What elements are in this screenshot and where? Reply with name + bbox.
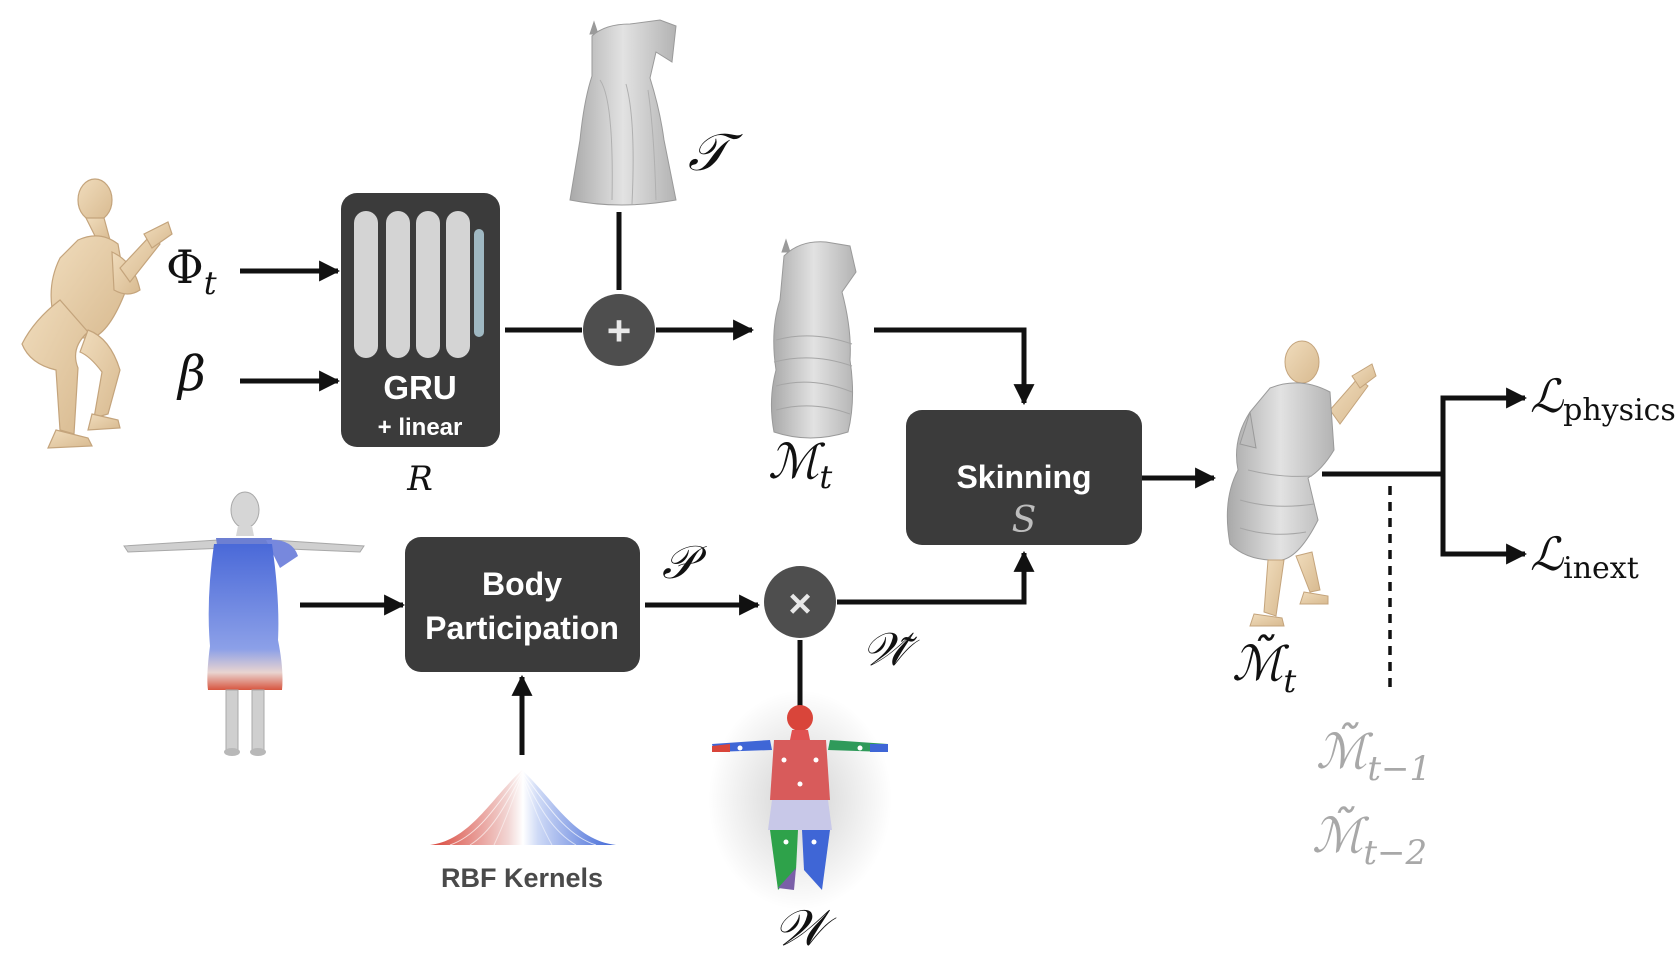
gru-label: GRU xyxy=(383,369,456,406)
multiply-operator: × xyxy=(764,566,836,638)
tpose-dress-icon xyxy=(123,491,365,756)
bp-line1: Body xyxy=(482,566,562,602)
add-operator: + xyxy=(583,294,655,366)
skinning-weights-body-icon xyxy=(708,690,892,910)
mesh-symbol: ℳt xyxy=(768,434,832,496)
gru-block: GRU + linear xyxy=(341,193,500,447)
dressed-crouching-body-icon xyxy=(1226,340,1377,627)
to-inext-loss-arrow xyxy=(1440,474,1528,565)
participation-symbol: 𝒫 xyxy=(662,535,707,589)
body-participation-block: Body Participation xyxy=(405,537,640,672)
gru-sublabel: + linear xyxy=(378,414,463,441)
shape-symbol: β xyxy=(176,346,206,402)
rbf-kernel-icon xyxy=(430,770,616,846)
prev-mesh-1: ℳ̃t−1 xyxy=(1316,721,1431,789)
inext-loss: ℒinext xyxy=(1530,527,1639,586)
gru-symbol: R xyxy=(406,459,433,499)
crouching-body-icon xyxy=(21,178,173,449)
dress-template-icon xyxy=(569,19,677,206)
svg-text:+: + xyxy=(607,307,632,354)
skinning-block: Skinning S xyxy=(906,410,1142,545)
pose-symbol: Φt xyxy=(166,240,217,302)
bp-line2: Participation xyxy=(425,610,619,646)
deformed-dress-icon xyxy=(770,238,857,439)
weights-symbol: 𝒲 xyxy=(774,899,837,957)
mult-to-skinning-arrow xyxy=(837,550,1035,605)
output-mesh-symbol: ℳ̃t xyxy=(1232,633,1296,700)
rbf-label: RBF Kernels xyxy=(441,863,603,893)
physics-loss: ℒphysics xyxy=(1530,369,1676,428)
skinning-symbol: S xyxy=(1012,500,1037,541)
weights-tilde-symbol: 𝒲̃ xyxy=(862,622,920,676)
mesh-to-skinning-arrow xyxy=(874,327,1035,406)
svg-text:×: × xyxy=(788,582,811,626)
skinning-label: Skinning xyxy=(956,459,1091,495)
prev-mesh-2: ℳ̃t−2 xyxy=(1312,805,1427,873)
template-symbol: 𝒯 xyxy=(688,123,743,183)
to-physics-loss-arrow xyxy=(1440,387,1528,474)
